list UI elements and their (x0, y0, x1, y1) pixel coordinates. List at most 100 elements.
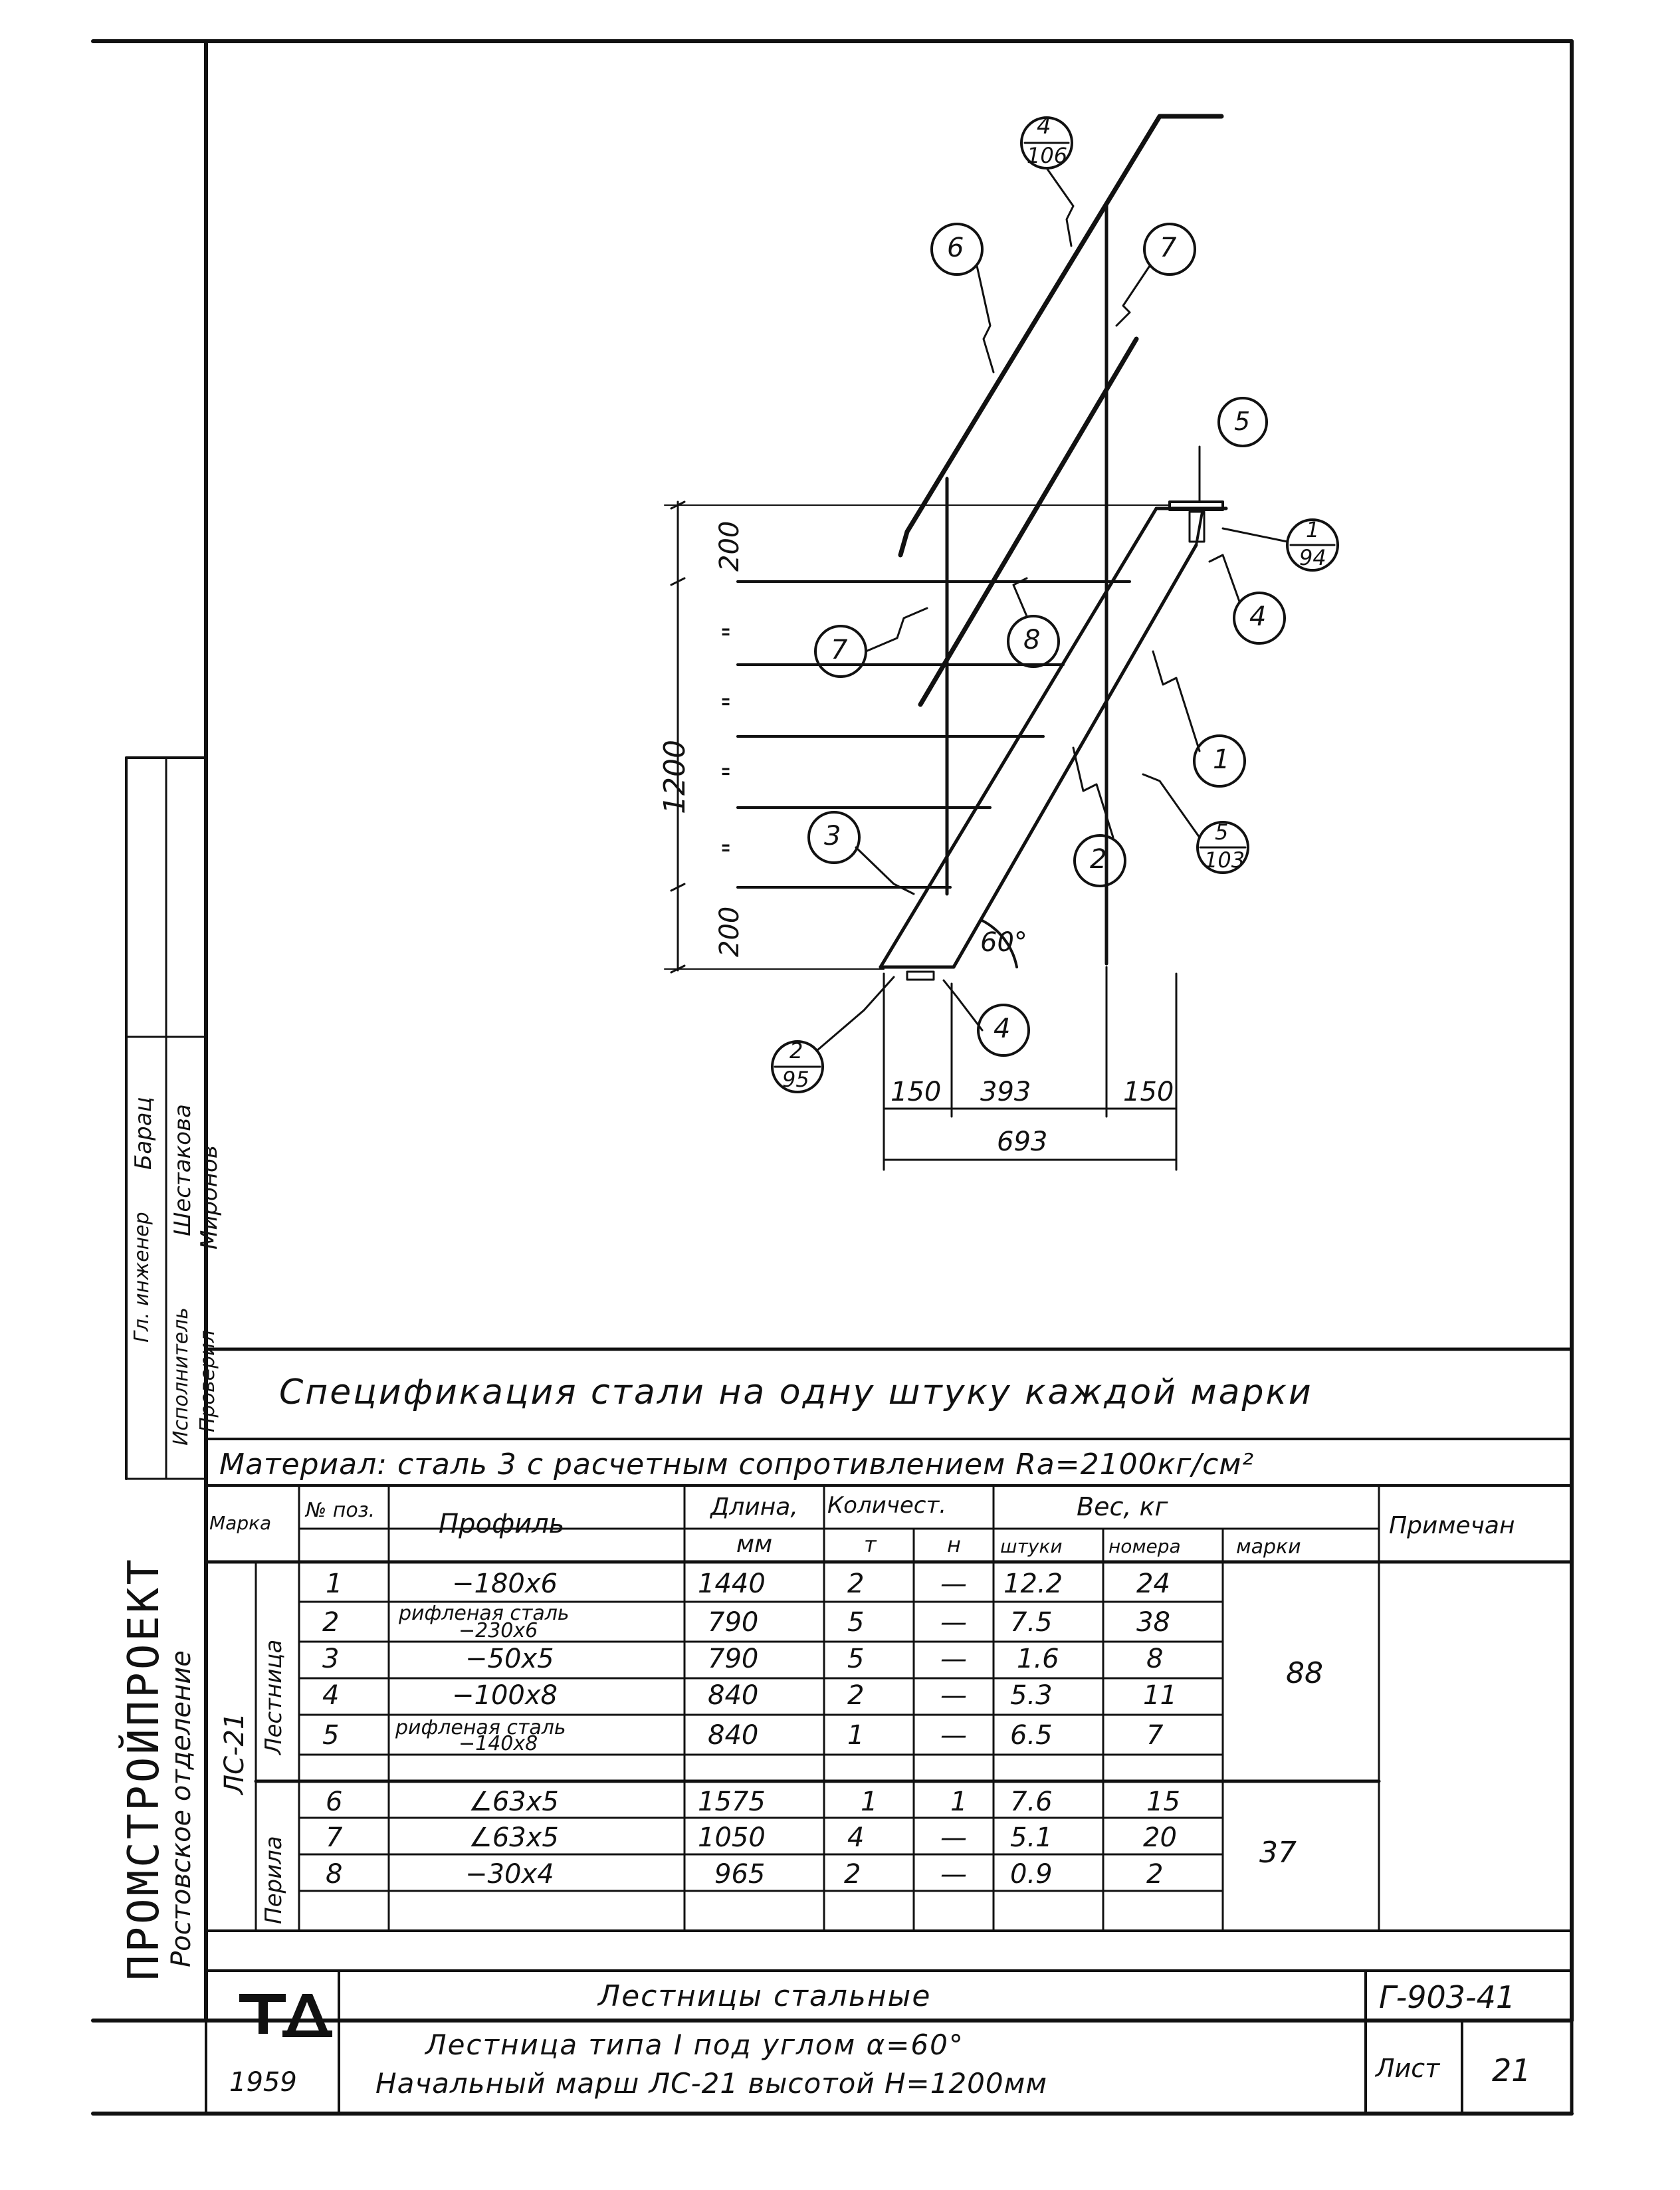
row2-piece: 7.5 (1010, 1607, 1053, 1638)
hdr-w-piece: штуки (1000, 1535, 1063, 1557)
row7-length: 1050 (698, 1822, 766, 1853)
row4-t: 2 (847, 1680, 865, 1711)
row5-n: — (940, 1720, 967, 1751)
row1-n: — (940, 1569, 967, 1599)
marka-ls21: ЛС-21 (219, 1712, 250, 1795)
name-chief: Барац (130, 1097, 157, 1170)
row7-posw: 20 (1143, 1822, 1177, 1853)
callout-2: 2 (1090, 844, 1107, 875)
dim-150-left: 150 (891, 1077, 942, 1107)
callout-1: 1 (1213, 744, 1230, 775)
callout-5: 5 (1234, 407, 1251, 436)
row5-profile: рифленая сталь (395, 1716, 566, 1739)
row5-pos: 5 (322, 1720, 340, 1751)
hdr-pos: № поз. (306, 1499, 375, 1522)
callout-8: 8 (1023, 625, 1041, 655)
dim-1200: 1200 (658, 740, 692, 814)
row5-posw: 7 (1146, 1720, 1164, 1751)
hdr-length: Длина, мм (710, 1493, 798, 1558)
name-checker: Миронов (196, 1145, 223, 1250)
row2-length: 790 (708, 1607, 759, 1638)
group-ladder: Лестница (261, 1639, 287, 1755)
row6-pos: 6 (326, 1787, 343, 1817)
row7-pos: 7 (326, 1822, 343, 1853)
dim-angle: 60° (980, 927, 1027, 958)
callout-4a: 4 (1249, 602, 1267, 632)
row2-pos: 2 (322, 1607, 340, 1638)
row8-profile: −30x4 (465, 1859, 554, 1890)
dim-693: 693 (997, 1127, 1048, 1157)
dim-200-bottom: 200 (714, 906, 745, 957)
row8-length: 965 (714, 1859, 766, 1890)
row2-profile2: −230x6 (459, 1619, 538, 1642)
row3-posw: 8 (1146, 1644, 1164, 1674)
row5-profile2: −140x8 (459, 1732, 538, 1755)
row6-n: 1 (950, 1787, 968, 1817)
dim-ditto-4: " (718, 841, 748, 854)
callout-7b: 7 (831, 635, 848, 665)
role-chief: Гл. инженер (130, 1212, 154, 1343)
org-name: ПРОМСТРОЙПРОЕКТ (120, 1557, 169, 1981)
row8-t: 2 (844, 1859, 861, 1890)
callout-7a: 7 (1160, 233, 1177, 263)
row4-piece: 5.3 (1010, 1680, 1053, 1711)
row4-profile: −100x8 (452, 1680, 558, 1711)
callout-6: 6 (947, 233, 964, 263)
row5-t: 1 (847, 1720, 865, 1751)
row4-posw: 11 (1143, 1680, 1177, 1711)
dim-200-top: 200 (714, 520, 745, 572)
row3-pos: 3 (322, 1644, 340, 1674)
sheet-desc-1: Лестница типа I под углом α=60° (425, 2028, 964, 2061)
row1-pos: 1 (326, 1569, 343, 1599)
row6-profile: ∠63x5 (469, 1787, 559, 1817)
row2-posw: 38 (1136, 1607, 1170, 1638)
sheet-number: 21 (1492, 2052, 1531, 2088)
dim-ditto-3: " (718, 765, 748, 778)
callout-2-95-bottom: 95 (782, 1067, 809, 1092)
callout-1-94-bottom: 94 (1299, 545, 1326, 570)
hdr-w-pos: номера (1108, 1535, 1181, 1557)
logo-td (239, 1994, 332, 2037)
hdr-qty-t: т (864, 1532, 877, 1557)
row8-pos: 8 (326, 1859, 343, 1890)
role-checker: Проверил (196, 1330, 219, 1432)
row7-piece: 5.1 (1010, 1822, 1053, 1853)
dim-393: 393 (980, 1077, 1031, 1107)
row1-posw: 24 (1136, 1569, 1170, 1599)
row4-pos: 4 (322, 1680, 340, 1711)
sheet-desc-2: Начальный марш ЛС-21 высотой Н=1200мм (375, 2067, 1047, 2100)
hdr-qty: Количест. (827, 1492, 947, 1519)
row8-posw: 2 (1146, 1859, 1164, 1890)
spec-material: Материал: сталь 3 с расчетным сопротивле… (219, 1448, 1255, 1481)
sheet-label: Лист (1376, 2054, 1440, 2083)
row1-length: 1440 (698, 1569, 766, 1599)
callout-5-103-top: 5 (1215, 820, 1229, 845)
row8-n: — (940, 1859, 967, 1890)
row3-n: — (940, 1644, 967, 1674)
role-executor: Исполнитель (169, 1307, 193, 1446)
callout-4-106-top: 4 (1037, 113, 1051, 140)
hdr-profile: Профиль (439, 1509, 565, 1539)
hdr-weight: Вес, кг (1077, 1492, 1168, 1521)
callout-5-103-bottom: 103 (1204, 847, 1245, 873)
series-title: Лестницы стальные (598, 1979, 932, 2013)
callout-4-106-bottom: 106 (1027, 143, 1068, 168)
row3-piece: 1.6 (1017, 1644, 1059, 1674)
row1-profile: −180x6 (452, 1569, 558, 1599)
org-branch: Ростовское отделение (166, 1650, 197, 1967)
callout-1-94-top: 1 (1306, 517, 1320, 542)
row5-length: 840 (708, 1720, 759, 1751)
hdr-w-mark: марки (1236, 1535, 1301, 1559)
row2-t: 5 (847, 1607, 865, 1638)
row3-t: 5 (847, 1644, 865, 1674)
callout-2-95-top: 2 (789, 1038, 803, 1063)
callout-3: 3 (824, 821, 841, 851)
row5-piece: 6.5 (1010, 1720, 1053, 1751)
row6-piece: 7.6 (1010, 1787, 1053, 1817)
dim-150-right: 150 (1123, 1077, 1174, 1107)
row7-n: — (940, 1822, 967, 1853)
row8-piece: 0.9 (1010, 1859, 1053, 1890)
row4-n: — (940, 1680, 967, 1711)
mark-weight-ladder: 88 (1286, 1656, 1323, 1690)
